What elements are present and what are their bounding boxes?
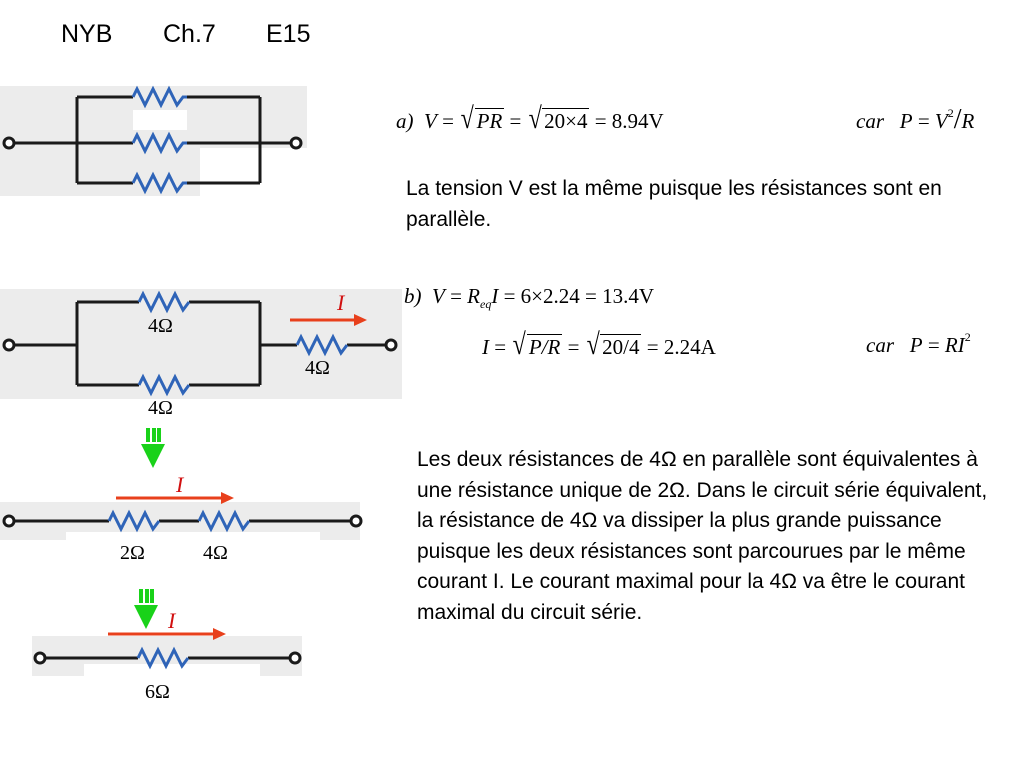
- label-r-bottom: 4Ω: [148, 397, 173, 419]
- circuit-b-wires: [14, 300, 386, 387]
- current-label-d: I: [167, 608, 177, 633]
- circuit-c: I 2Ω 4Ω: [0, 472, 363, 564]
- circuit-a: [0, 85, 307, 196]
- circuit-b: I 4Ω 4Ω 4Ω: [0, 289, 402, 419]
- resistor-a2: [131, 131, 187, 155]
- equation-a: a) V = √PR = √20×4 = 8.94V: [396, 102, 664, 135]
- label-b: b): [404, 284, 422, 308]
- terminal-a-left: [2, 136, 16, 150]
- circuit-diagrams: I 4Ω 4Ω 4Ω I 2Ω 4Ω: [0, 85, 402, 703]
- current-label-c: I: [175, 472, 185, 497]
- terminal-d-left: [33, 651, 47, 665]
- current-arrow-d: [108, 628, 226, 640]
- resistor-a1: [131, 85, 187, 109]
- step-arrow-2: [134, 589, 158, 629]
- explanation-a: La tension V est la même puisque les rés…: [406, 177, 942, 231]
- result-b: 13.4V: [602, 284, 655, 308]
- circuit-d: I 6Ω: [32, 608, 302, 703]
- current-arrow-c: [116, 492, 234, 504]
- equation-b-line1: b) V = ReqI = 6×2.24 = 13.4V: [404, 284, 655, 311]
- resistor-c1: [107, 509, 161, 533]
- label-r-series: 4Ω: [305, 357, 330, 379]
- header-course: NYB: [61, 20, 113, 48]
- label-r-d: 6Ω: [145, 681, 170, 703]
- formula-a: car P = V2/R: [856, 104, 975, 135]
- terminal-c-left: [2, 514, 16, 528]
- terminal-b-left: [2, 338, 16, 352]
- resistor-a3: [131, 171, 187, 195]
- equation-b-line2: I = √P/R = √20/4 = 2.24A: [482, 328, 716, 361]
- terminal-a-right: [289, 136, 303, 150]
- terminal-d-right: [288, 651, 302, 665]
- label-r-top: 4Ω: [148, 315, 173, 337]
- resistor-d: [136, 646, 190, 670]
- terminal-b-right: [384, 338, 398, 352]
- step-arrow-1: [141, 428, 165, 468]
- header-chapter: Ch.7: [163, 20, 216, 48]
- header-exercise: E15: [266, 20, 311, 48]
- resistor-b-top: [137, 290, 191, 314]
- result-b-current: 2.24A: [663, 335, 716, 359]
- current-arrow-b: [290, 314, 367, 326]
- label-r-c1: 2Ω: [120, 542, 145, 564]
- resistor-b-bottom: [137, 373, 191, 397]
- result-a: 8.94V: [611, 109, 664, 133]
- current-label-b: I: [336, 290, 346, 315]
- label-a: a): [396, 109, 414, 133]
- resistor-b-series: [295, 333, 349, 357]
- resistor-c2: [197, 509, 251, 533]
- circuit-a-wires: [14, 95, 290, 185]
- explanation-b: Les deux résistances de 4Ω en parallèle …: [417, 448, 988, 624]
- formula-b: car P = RI2: [866, 330, 971, 357]
- label-r-c2: 4Ω: [203, 542, 228, 564]
- terminal-c-right: [349, 514, 363, 528]
